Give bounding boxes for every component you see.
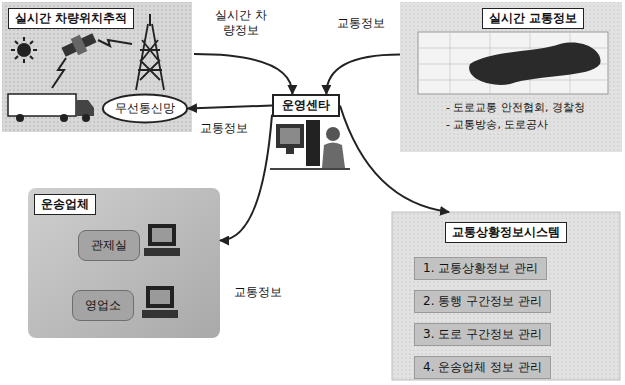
node-title: 무선통신망 (115, 101, 175, 116)
operation-center-box: 운영센타 (272, 94, 340, 117)
node-title: 운송업체 (34, 194, 96, 215)
node-title: 영업소 (85, 298, 121, 313)
monitor (146, 286, 174, 308)
node-title: 실시간 차량위치추적 (8, 8, 134, 29)
edge-label: 실시간 차량정보 (208, 8, 274, 38)
monitor-stand (286, 148, 294, 154)
ellipse-shape (103, 95, 187, 123)
panel-ground (28, 188, 220, 338)
node-title: 교통상황정보시스템 (445, 222, 567, 243)
carrier-panel: 운송업체관제실영업소 (28, 188, 220, 338)
carrier-computer (144, 224, 180, 256)
edge-label-anchor: 실시간 차량정보 (208, 8, 274, 38)
operator-head (326, 127, 340, 141)
flow-arrow (326, 55, 400, 95)
node-text: - 도로교통 안전협회, 경찰청 (446, 101, 585, 115)
monitor (276, 124, 304, 148)
node-text: 4. 운송업체 정보 관리 (414, 356, 551, 379)
truck-wheel (82, 114, 90, 122)
flow-arrow (340, 106, 449, 213)
node-text: 3. 도로 구간정보 관리 (414, 323, 551, 346)
sun-icon (11, 37, 37, 63)
operator-body (322, 143, 345, 169)
edge-label: 교통정보 (335, 16, 387, 31)
office-box: 영업소 (72, 290, 134, 321)
monitor (148, 224, 176, 246)
network-ellipse: 무선통신망 (102, 94, 188, 123)
signal-bolt (52, 58, 66, 88)
node-text: 2. 통행 구간정보 관리 (414, 290, 551, 313)
monitor-screen (150, 290, 170, 304)
satellite-body (61, 33, 96, 56)
edge-label-anchor: 교통정보 (232, 285, 284, 300)
truck-cab (76, 100, 94, 116)
keyboard (142, 310, 178, 318)
node-title: 관제실 (91, 238, 127, 253)
computer-operator (270, 120, 350, 169)
traffic-info-panel: 실시간 교통정보 - 도로교통 안전협회, 경찰청 - 교통방송, 도로공사 (400, 2, 622, 152)
flow-arrow (188, 106, 272, 109)
truck-icon (8, 94, 94, 122)
control-room-box: 관제실 (78, 230, 140, 261)
map-grid (418, 32, 608, 94)
node-text: - 교통방송, 도로공사 (446, 118, 548, 132)
sun-rays (11, 37, 37, 63)
keyboard (144, 248, 180, 256)
satellite-icon (61, 33, 96, 56)
node-title: 실시간 교통정보 (482, 8, 584, 29)
edge-label: 교통정보 (198, 121, 250, 136)
edge-label-anchor: 교통정보 (198, 121, 250, 136)
carrier-computer (142, 286, 178, 318)
edge-label-anchor: 교통정보 (335, 16, 387, 31)
system-panel: 교통상황정보시스템 1. 교통상황정보 관리 2. 통행 구간정보 관리 3. 도로 … (392, 212, 620, 385)
flow-arrow (194, 54, 292, 94)
truck-cargo (8, 94, 76, 116)
radio-tower (136, 14, 164, 90)
panel-ground (2, 2, 192, 132)
panel-ground (400, 2, 622, 152)
map-image (418, 32, 608, 94)
truck-wheel (60, 114, 68, 122)
map-region (469, 43, 600, 85)
node-text: 1. 교통상황정보 관리 (414, 257, 547, 280)
panel-ground (392, 212, 620, 380)
tower-mast (149, 14, 151, 26)
tracking-panel: 실시간 차량위치추적무선통신망 (2, 2, 194, 132)
monitor-screen (152, 228, 172, 242)
pc-tower (306, 120, 320, 166)
map-frame (418, 32, 608, 94)
desk (270, 168, 350, 170)
sun-disc (17, 43, 31, 57)
monitor-screen (280, 128, 300, 144)
truck-wheel (16, 114, 24, 122)
signal-bolt (98, 40, 132, 46)
edge-label: 교통정보 (232, 285, 284, 300)
tower-frame (136, 24, 164, 90)
satellite-panel (71, 35, 88, 56)
node-title: 운영센타 (282, 98, 330, 113)
